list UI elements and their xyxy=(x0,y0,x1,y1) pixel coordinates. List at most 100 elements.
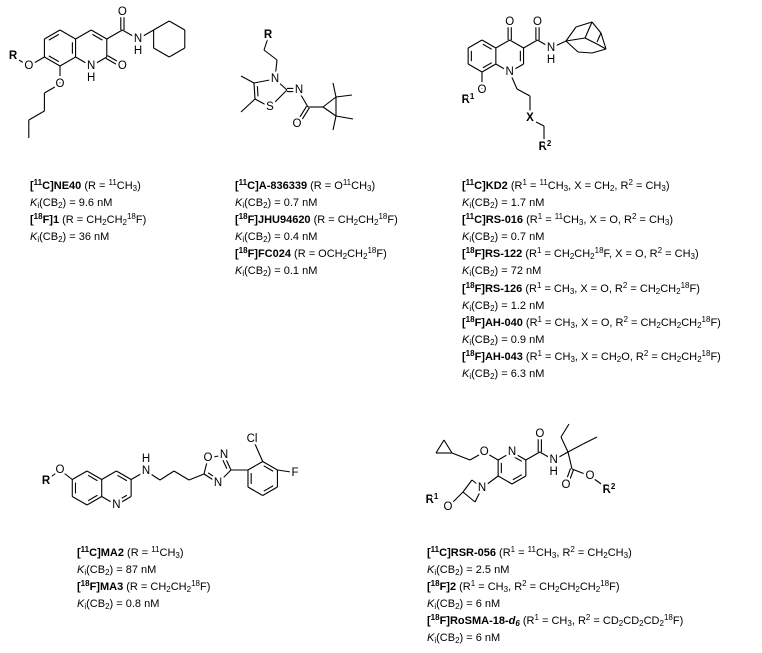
caption-text: 2 xyxy=(656,320,661,330)
caption-text: CH xyxy=(660,316,677,329)
caption-text: F]RoSMA-18- xyxy=(439,615,509,628)
caption-text: CH xyxy=(607,547,624,559)
caption-text: 18 xyxy=(465,348,475,358)
atom-label: X xyxy=(526,112,534,124)
caption-text: i xyxy=(469,235,472,245)
bond xyxy=(90,56,108,67)
bond xyxy=(481,475,499,489)
bond xyxy=(263,37,269,51)
caption-text: 18 xyxy=(600,579,610,589)
atom-label: N xyxy=(220,449,228,461)
atom-label: O xyxy=(505,16,514,28)
bond xyxy=(565,37,586,42)
bond xyxy=(467,63,483,73)
caption-text: = CH xyxy=(538,615,568,628)
bond xyxy=(550,40,567,49)
bond xyxy=(253,82,256,100)
bond xyxy=(44,83,61,94)
atom-label: H xyxy=(547,54,555,66)
bond xyxy=(48,55,60,63)
bond xyxy=(116,496,132,506)
caption-text: [ xyxy=(427,547,431,559)
caption-text: K xyxy=(462,197,470,210)
bond xyxy=(462,479,473,493)
bond xyxy=(565,26,577,42)
atom-symbol: R xyxy=(9,50,18,62)
caption-text: 2 xyxy=(122,218,127,228)
bond xyxy=(577,51,593,54)
caption-text: = CH xyxy=(542,350,571,363)
caption-line: [11C]MA2 (R = 11CH3) xyxy=(77,545,210,562)
caption-text: 3 xyxy=(175,551,180,560)
atom-symbol: H xyxy=(87,72,95,84)
bond xyxy=(207,454,225,459)
caption-text: F) xyxy=(609,581,620,594)
bond xyxy=(539,451,554,461)
bond xyxy=(298,107,310,125)
caption-text: 2 xyxy=(697,354,702,364)
caption-text: , X = O, R xyxy=(583,214,632,227)
caption-text: F]RS-122 xyxy=(474,248,523,261)
bond xyxy=(274,59,278,80)
bond xyxy=(87,474,98,482)
caption-text: 2 xyxy=(263,201,268,211)
caption-line: Ki(CB2) = 6.3 nM xyxy=(462,366,721,383)
caption-text: ) = 6.3 nM xyxy=(494,368,545,381)
caption-line: [11C]A-836339 (R = O11CH3) xyxy=(235,178,398,195)
caption-text: F]FC024 xyxy=(247,248,291,261)
bond xyxy=(332,115,337,131)
caption-text: (R = OCH xyxy=(290,248,343,261)
caption-text: = CH xyxy=(475,581,504,594)
caption-text: (R xyxy=(523,214,538,227)
caption-text: , X = CH xyxy=(574,350,617,363)
bond xyxy=(106,29,123,40)
caption-text: = CH xyxy=(648,350,677,363)
caption-text: i xyxy=(84,568,87,578)
bond xyxy=(145,470,161,481)
atom-symbol: R xyxy=(539,141,548,153)
atom-label: O xyxy=(56,464,65,476)
bond xyxy=(117,474,128,482)
bond xyxy=(247,461,263,471)
atom-superscript: 2 xyxy=(611,482,616,491)
caption-text: , R xyxy=(614,180,629,192)
atom-symbol: O xyxy=(56,78,65,90)
caption-text: C]RS-016 xyxy=(474,214,524,227)
atom-label: O xyxy=(533,16,542,28)
bond xyxy=(72,470,88,480)
atom-symbol: N xyxy=(478,482,486,494)
atom-symbol: N xyxy=(220,449,228,461)
atom-label: H xyxy=(142,453,150,465)
caption-text: = CH xyxy=(526,581,556,594)
caption-text: 18 xyxy=(663,613,673,623)
caption-text: i xyxy=(84,602,87,612)
caption-text: 2 xyxy=(58,235,63,245)
caption-text: K xyxy=(462,265,470,278)
atom-symbol: H xyxy=(142,453,150,465)
bond xyxy=(495,39,510,49)
caption-text: [ xyxy=(77,581,81,594)
caption-text: 18 xyxy=(701,348,711,358)
caption-text: K xyxy=(427,632,435,645)
caption-text: ) = 1.7 nM xyxy=(494,197,545,210)
caption-text: i xyxy=(242,269,245,279)
atom-label: O xyxy=(24,60,33,72)
caption-text: 2 xyxy=(490,337,495,347)
bond xyxy=(263,485,274,492)
atom-symbol: N xyxy=(142,465,150,477)
caption-text: CH xyxy=(559,581,576,594)
bond xyxy=(221,458,228,470)
caption-text: 18 xyxy=(701,314,711,324)
caption-text: ) = 9.6 nM xyxy=(62,197,113,210)
caption-text: 2 xyxy=(631,212,637,222)
bond xyxy=(509,71,518,90)
atom-symbol: O xyxy=(505,16,514,28)
caption-line: [18F]AH-040 (R1 = CH3, X = O, R2 = CH2CH… xyxy=(462,315,721,332)
atom-symbol: H xyxy=(134,45,142,57)
bond xyxy=(584,37,598,45)
caption-text: 1 xyxy=(510,545,516,554)
caption-text: 1 xyxy=(534,613,539,623)
caption-text: = xyxy=(515,547,528,559)
caption-text: K xyxy=(235,231,243,244)
